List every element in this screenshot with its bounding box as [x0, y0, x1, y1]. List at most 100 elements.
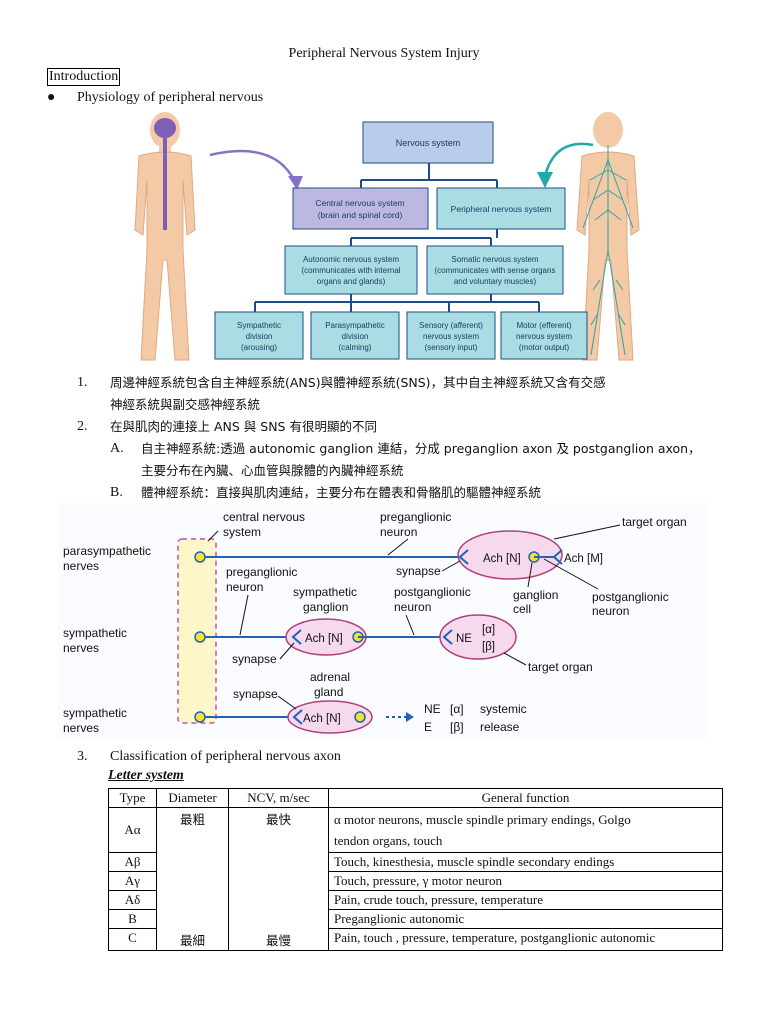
label-preganglionic-1: preganglionic — [380, 510, 451, 524]
bullet-marker: ● — [47, 90, 56, 105]
label-beta-3: [β] — [450, 720, 464, 734]
label-nervous-system: Nervous system — [396, 138, 461, 148]
cell-type: Aβ — [108, 852, 157, 872]
pointer-postganglionic-2 — [405, 614, 415, 636]
cell-ncv: 最慢 — [228, 928, 329, 951]
neuron-body-1 — [194, 551, 206, 563]
label-parasympathetic-2: division — [342, 332, 369, 341]
cell-ncv — [228, 890, 329, 910]
box-somatic — [426, 245, 564, 295]
label-target-organ-2: target organ — [528, 660, 593, 674]
box-parasympathetic — [310, 311, 400, 360]
list-item-B: B. 體神經系統：直接與肌肉連結，主要分布在體表和骨骼肌的驅體神經系統 — [110, 482, 740, 504]
label-parasympathetic-1: parasympathetic — [63, 544, 151, 558]
label-motor-2: nervous system — [516, 332, 572, 341]
target-organ-2 — [439, 614, 517, 660]
cell-type: C — [108, 928, 157, 951]
label-ganglion-cell-1: ganglion — [513, 588, 558, 602]
table-header-row: Type Diameter NCV, m/sec General functio… — [108, 788, 723, 808]
section-label-introduction: Introduction — [47, 68, 121, 86]
label-postganglionic-1b: neuron — [592, 604, 629, 618]
list-letter: A. — [110, 441, 124, 456]
label-sympathetic-3: (arousing) — [241, 343, 277, 352]
list-number: 3. — [77, 749, 88, 764]
pointer-preganglionic-1 — [387, 538, 409, 556]
label-parasympathetic-3: (calming) — [339, 343, 372, 352]
cell-function-line-1: α motor neurons, muscle spindle primary … — [334, 812, 631, 827]
label-release: release — [480, 720, 520, 734]
nerve-classification-table: Type Diameter NCV, m/sec General functio… — [108, 788, 723, 951]
pointer-target-organ-2 — [503, 652, 527, 666]
cell-diameter — [156, 909, 229, 929]
header-type: Type — [108, 788, 157, 808]
bullet-text: Physiology of peripheral nervous — [77, 90, 264, 105]
list-item-1: 1. 周邊神經系統包含自主神經系統(ANS)與體神經系統(SNS)，其中自主神經… — [77, 372, 737, 416]
pointer-target-organ-1 — [553, 524, 621, 540]
cell-diameter — [156, 852, 229, 872]
alpha-2: [α] — [482, 624, 495, 636]
box-sensory — [406, 311, 496, 360]
label-adrenal-1: adrenal — [310, 670, 350, 684]
adrenal-gland-3 — [287, 700, 373, 734]
header-diameter: Diameter — [156, 788, 229, 808]
label-target-organ-1: target organ — [622, 515, 687, 529]
autonomic-pathway-figure: parasympathetic nerves Ach [N] Ach [M] c… — [58, 503, 708, 739]
label-pns: Peripheral nervous system — [451, 204, 552, 214]
cell-ncv: 最快 — [228, 807, 329, 853]
synapse-2b — [442, 629, 453, 645]
synapse-1b — [552, 549, 563, 565]
label-sympathetic-row2-2: nerves — [63, 641, 99, 655]
ne-2: NE — [456, 633, 472, 645]
label-motor-1: Motor (efferent) — [517, 321, 572, 330]
cns-column — [177, 538, 217, 724]
list-item-3: 3. Classification of peripheral nervous … — [77, 746, 677, 768]
letter-system-heading: Letter system — [108, 768, 184, 783]
cell-function: Pain, touch , pressure, temperature, pos… — [328, 928, 723, 951]
pointer-cns — [207, 530, 219, 542]
table-row: Aγ Touch, pressure, γ motor neuron — [108, 871, 723, 891]
cell-ncv — [228, 871, 329, 891]
label-postganglionic-1a: postganglionic — [592, 590, 669, 604]
label-parasympathetic-2: nerves — [63, 559, 99, 573]
list-item-2: 2. 在與肌肉的連接上 ANS 與 SNS 有很明顯的不同 — [77, 416, 737, 438]
cell-type: Aγ — [108, 871, 157, 891]
human-figure-cns — [134, 112, 196, 361]
label-sympathetic-ganglion-1: sympathetic — [293, 585, 357, 599]
label-autonomic-3: organs and glands) — [317, 277, 386, 286]
label-sympathetic-1: Sympathetic — [237, 321, 281, 330]
nervous-system-organization-figure: Nervous system Central nervous system (b… — [134, 112, 640, 361]
cell-function: Touch, pressure, γ motor neuron — [328, 871, 723, 891]
label-parasympathetic-1: Parasympathetic — [325, 321, 385, 330]
cell-ncv — [228, 852, 329, 872]
list-number: 2. — [77, 419, 88, 434]
label-synapse-1: synapse — [396, 564, 441, 578]
box-cns — [292, 187, 429, 230]
release-arrowhead — [406, 712, 414, 722]
purple-arrow — [209, 149, 297, 183]
tree-connectors — [254, 162, 540, 312]
label-systemic: systemic — [480, 702, 527, 716]
table-row: B Preganglionic autonomic — [108, 909, 723, 929]
table-row: Aα 最粗 最快 α motor neurons, muscle spindle… — [108, 807, 723, 853]
label-preganglionic-2b: neuron — [226, 580, 263, 594]
bullet-item: ● Physiology of peripheral nervous — [47, 90, 263, 106]
list-text-Aa: 自主神經系統:透過 autonomic ganglion 連結，分成 prega… — [141, 441, 701, 456]
cell-function: α motor neurons, muscle spindle primary … — [328, 807, 723, 853]
purple-arrowhead — [288, 176, 303, 190]
pointer-postganglionic-1 — [543, 558, 599, 590]
teal-arrowhead — [537, 172, 553, 188]
label-cns-1: central nervous — [223, 510, 305, 524]
label-postganglionic-2b: neuron — [394, 600, 431, 614]
table-row: Aδ Pain, crude touch, pressure, temperat… — [108, 890, 723, 910]
ach-n-2: Ach [N] — [305, 633, 343, 645]
table-row: C 最細 最慢 Pain, touch , pressure, temperat… — [108, 928, 723, 951]
table-row: Aβ Touch, kinesthesia, muscle spindle se… — [108, 852, 723, 872]
page-title: Peripheral Nervous System Injury — [288, 46, 480, 61]
label-sympathetic-row2-1: sympathetic — [63, 626, 127, 640]
list-letter: B. — [110, 485, 123, 500]
human-figure-pns — [576, 112, 640, 361]
label-preganglionic-2: neuron — [380, 525, 417, 539]
label-adrenal-2: gland — [314, 685, 343, 699]
cell-type: Aα — [108, 807, 157, 853]
ach-m-1: Ach [M] — [564, 553, 603, 565]
